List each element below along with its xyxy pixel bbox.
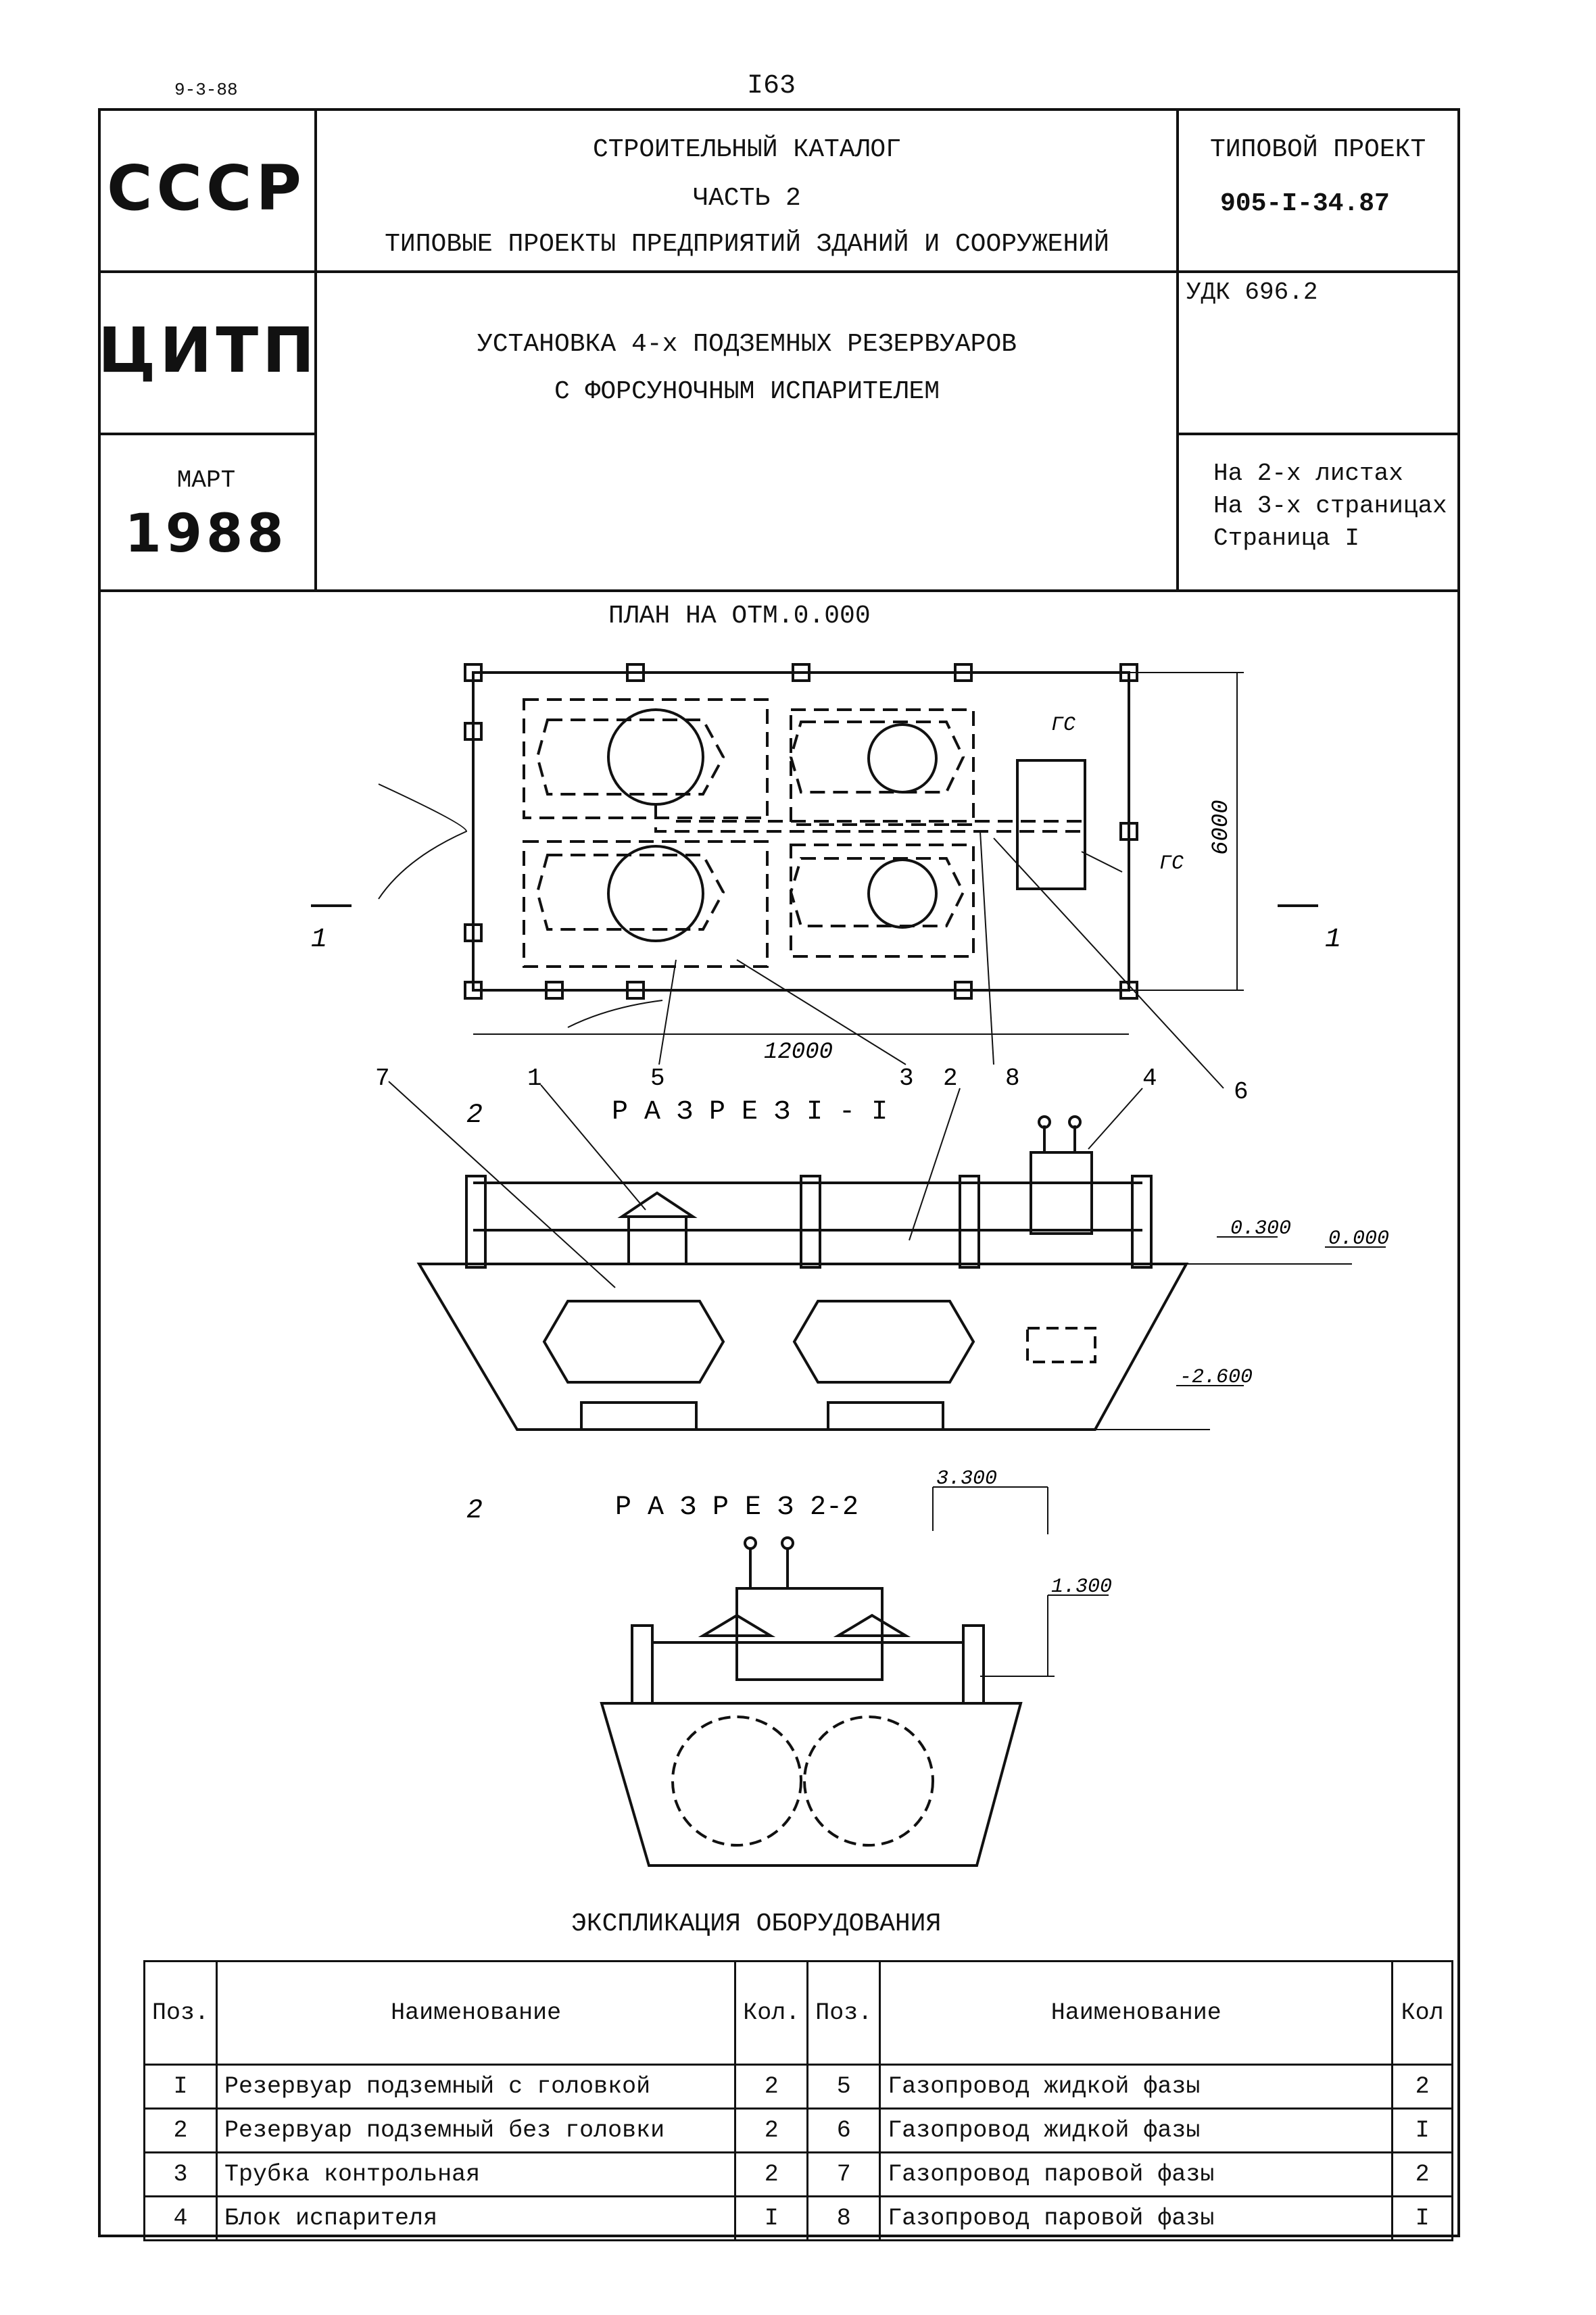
cell-name2: Газопровод паровой фазы bbox=[879, 2195, 1394, 2241]
plan-dim-length: 12000 bbox=[764, 1040, 833, 1065]
section2-elev-top: 3.300 bbox=[936, 1467, 997, 1490]
cell-name: Резервуар подземный без головки bbox=[216, 2107, 737, 2153]
org-citp: ЦИТП bbox=[98, 314, 319, 387]
plan-dim-width: 6000 bbox=[1209, 800, 1234, 855]
cell-qty2: 2 bbox=[1391, 2064, 1453, 2110]
header-pos2: Поз. bbox=[806, 1960, 881, 2066]
table-row: 2 Резервуар подземный без головки 2 6 Га… bbox=[143, 2107, 1453, 2153]
cell-qty2: 2 bbox=[1391, 2151, 1453, 2197]
tank-head-2 bbox=[867, 723, 938, 794]
tank-head-3 bbox=[607, 845, 704, 942]
callout-2: 2 bbox=[943, 1065, 958, 1092]
table-row: I Резервуар подземный с головкой 2 5 Газ… bbox=[143, 2064, 1453, 2110]
tank-head-4 bbox=[867, 858, 938, 929]
sheets-line2: На 3-х страницах bbox=[1213, 492, 1447, 520]
cell-qty: I bbox=[734, 2195, 809, 2241]
cell-pos: I bbox=[143, 2064, 218, 2110]
section1-drawing bbox=[388, 1081, 1386, 1431]
cell-name: Блок испарителя bbox=[216, 2195, 737, 2241]
cell-qty: 2 bbox=[734, 2151, 809, 2197]
org-ussr: СССР bbox=[107, 152, 306, 224]
plan-evaporator-block bbox=[1016, 759, 1086, 890]
catalog-line1: СТРОИТЕЛЬНЫЙ КАТАЛОГ bbox=[592, 135, 902, 164]
page-number: I63 bbox=[747, 71, 796, 101]
plan-title: ПЛАН НА ОТМ.0.000 bbox=[608, 602, 871, 631]
section1-elev-top: 0.300 bbox=[1230, 1217, 1291, 1240]
callout-5: 5 bbox=[650, 1065, 665, 1092]
project-code: 905-I-34.87 bbox=[1220, 189, 1390, 218]
cell-qty: 2 bbox=[734, 2064, 809, 2110]
explication-title: ЭКСПЛИКАЦИЯ ОБОРУДОВАНИЯ bbox=[571, 1909, 942, 1939]
table-header-row: Поз. Наименование Кол. Поз. Наименование… bbox=[143, 1960, 1453, 2066]
header-name: Наименование bbox=[216, 1960, 737, 2066]
cell-name2: Газопровод жидкой фазы bbox=[879, 2064, 1394, 2110]
section1-mark: 2 bbox=[466, 1100, 483, 1131]
catalog-line3: ТИПОВЫЕ ПРОЕКТЫ ПРЕДПРИЯТИЙ ЗДАНИЙ И СОО… bbox=[385, 230, 1109, 259]
catalog-line2: ЧАСТЬ 2 bbox=[693, 184, 801, 213]
callout-7: 7 bbox=[375, 1065, 390, 1092]
header-row-divider-2a bbox=[98, 433, 314, 435]
sheets-line3: Страница I bbox=[1213, 525, 1360, 552]
section-mark-right: 1 bbox=[1325, 925, 1341, 955]
issue-year: 1988 bbox=[124, 504, 288, 564]
fence-posts bbox=[464, 663, 1138, 1000]
issue-month: МАРТ bbox=[176, 466, 236, 494]
section2-drawing bbox=[600, 1486, 1109, 1867]
cell-pos2: 8 bbox=[806, 2195, 881, 2241]
plan-fence bbox=[472, 671, 1130, 992]
header-bottom-line bbox=[98, 589, 1460, 592]
cell-qty2: I bbox=[1391, 2195, 1453, 2241]
section2-elev-mid: 1.300 bbox=[1051, 1576, 1112, 1599]
table-row: 4 Блок испарителя I 8 Газопровод паровой… bbox=[143, 2195, 1453, 2241]
callout-4: 4 bbox=[1142, 1065, 1157, 1092]
header-pos: Поз. bbox=[143, 1960, 218, 2066]
cell-qty: 2 bbox=[734, 2107, 809, 2153]
cell-pos: 3 bbox=[143, 2151, 218, 2197]
cell-pos: 2 bbox=[143, 2107, 218, 2153]
callout-3: 3 bbox=[899, 1065, 914, 1092]
header-qty2: Кол bbox=[1391, 1960, 1453, 2066]
tank-pits bbox=[523, 698, 975, 968]
callout-6: 6 bbox=[1234, 1078, 1249, 1106]
tank-head-1 bbox=[607, 708, 704, 806]
sheets-line1: На 2-х листах bbox=[1213, 460, 1403, 487]
table-row: 3 Трубка контрольная 2 7 Газопровод паро… bbox=[143, 2151, 1453, 2197]
plan-gas-label-side: ГС bbox=[1159, 852, 1184, 875]
cell-pos: 4 bbox=[143, 2195, 218, 2241]
section1-elev-bottom: -2.600 bbox=[1180, 1366, 1253, 1389]
doc-code: 9-3-88 bbox=[174, 80, 238, 100]
section1-title: Р А З Р Е З I - I bbox=[612, 1097, 888, 1127]
cell-name2: Газопровод паровой фазы bbox=[879, 2151, 1394, 2197]
explication-table: Поз. Наименование Кол. Поз. Наименование… bbox=[143, 1960, 1453, 2241]
udk-code: УДК 696.2 bbox=[1186, 278, 1318, 306]
section1-elev-ground: 0.000 bbox=[1328, 1227, 1389, 1250]
callout-1: 1 bbox=[527, 1065, 542, 1092]
title-line2: С ФОРСУНОЧНЫМ ИСПАРИТЕЛЕМ bbox=[554, 377, 940, 406]
plan-gas-label-top: ГС bbox=[1051, 714, 1075, 737]
header-divider-left bbox=[314, 108, 317, 591]
project-label: ТИПОВОЙ ПРОЕКТ bbox=[1210, 135, 1426, 164]
header-divider-right bbox=[1176, 108, 1179, 591]
cell-name: Трубка контрольная bbox=[216, 2151, 737, 2197]
header-row-divider-2b bbox=[1176, 433, 1460, 435]
cell-qty2: I bbox=[1391, 2107, 1453, 2153]
title-line1: УСТАНОВКА 4-х ПОДЗЕМНЫХ РЕЗЕРВУАРОВ bbox=[477, 330, 1017, 359]
callout-8: 8 bbox=[1005, 1065, 1020, 1092]
section2-mark: 2 bbox=[466, 1496, 483, 1526]
cell-name: Резервуар подземный с головкой bbox=[216, 2064, 737, 2110]
header-row-divider-1 bbox=[98, 270, 1460, 273]
cell-pos2: 6 bbox=[806, 2107, 881, 2153]
header-name2: Наименование bbox=[879, 1960, 1394, 2066]
cell-name2: Газопровод жидкой фазы bbox=[879, 2107, 1394, 2153]
section2-title: Р А З Р Е З 2-2 bbox=[615, 1492, 859, 1523]
cell-pos2: 5 bbox=[806, 2064, 881, 2110]
cell-pos2: 7 bbox=[806, 2151, 881, 2197]
header-qty: Кол. bbox=[734, 1960, 809, 2066]
section-mark-left: 1 bbox=[311, 925, 327, 955]
